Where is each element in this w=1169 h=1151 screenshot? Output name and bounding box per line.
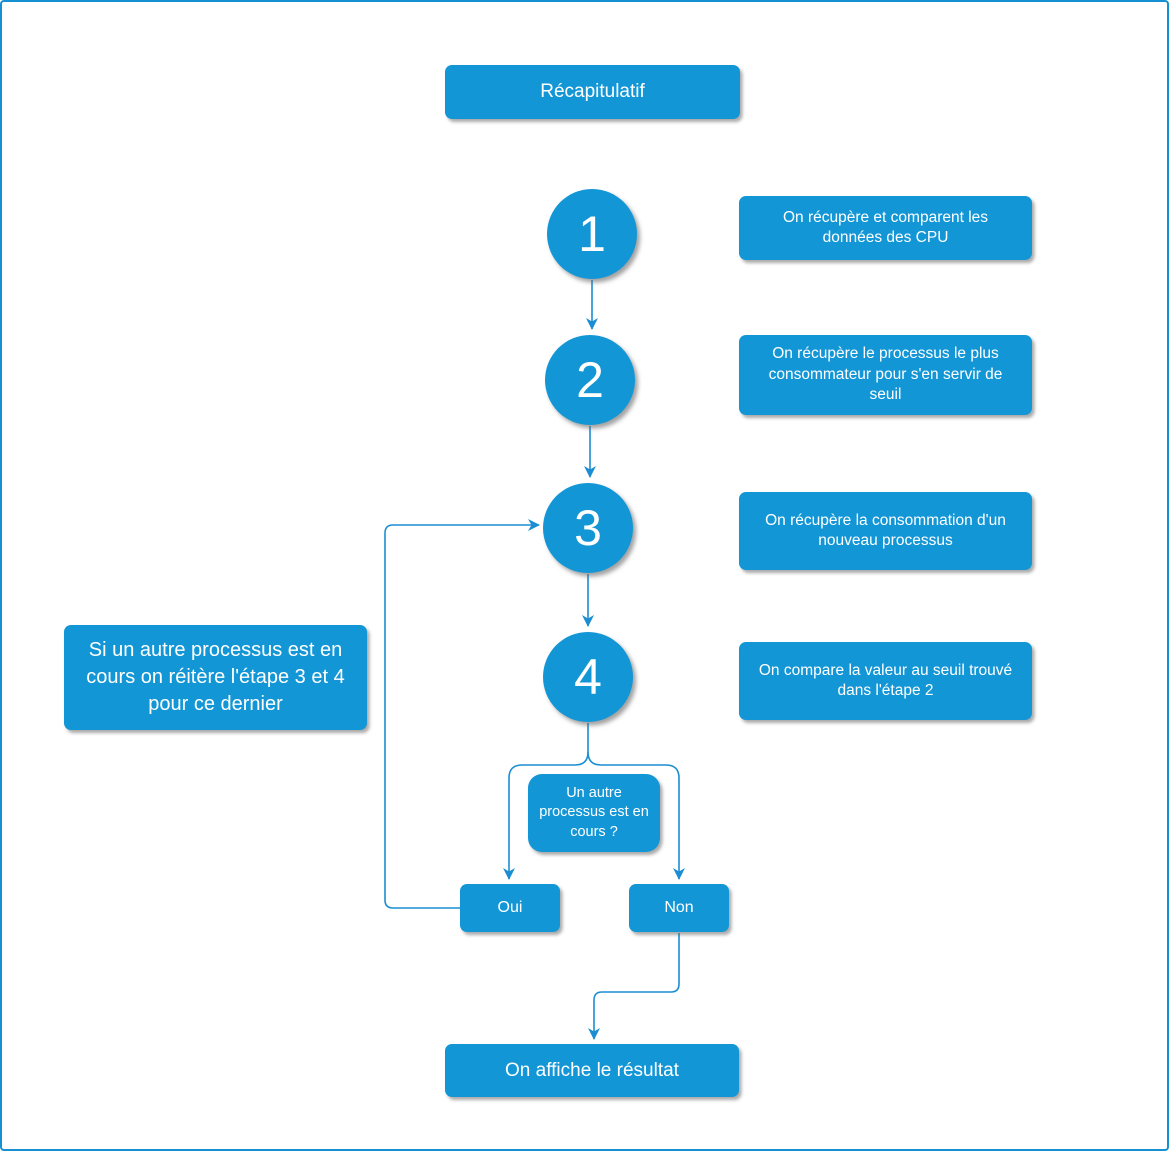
step-circle-1: 1: [547, 189, 637, 279]
branch-non: Non: [629, 884, 729, 932]
step-description-2: On récupère le processus le plus consomm…: [739, 335, 1032, 415]
edge-oui-loop-step3: [384, 519, 540, 909]
step-circle-2: 2: [545, 335, 635, 425]
edge-non-result: [588, 933, 680, 1040]
branch-oui: Oui: [460, 884, 560, 932]
step-description-3: On récupère la consommation d'un nouveau…: [739, 492, 1032, 570]
step-description-1: On récupère et comparent les données des…: [739, 196, 1032, 260]
diagram-title: Récapitulatif: [445, 65, 740, 119]
loop-note: Si un autre processus est en cours on ré…: [64, 625, 367, 730]
step-circle-3: 3: [543, 483, 633, 573]
step-circle-4: 4: [543, 632, 633, 722]
step-description-4: On compare la valeur au seuil trouvé dan…: [739, 642, 1032, 720]
result-box: On affiche le résultat: [445, 1044, 739, 1097]
decision-question: Un autre processus est en cours ?: [528, 774, 660, 852]
